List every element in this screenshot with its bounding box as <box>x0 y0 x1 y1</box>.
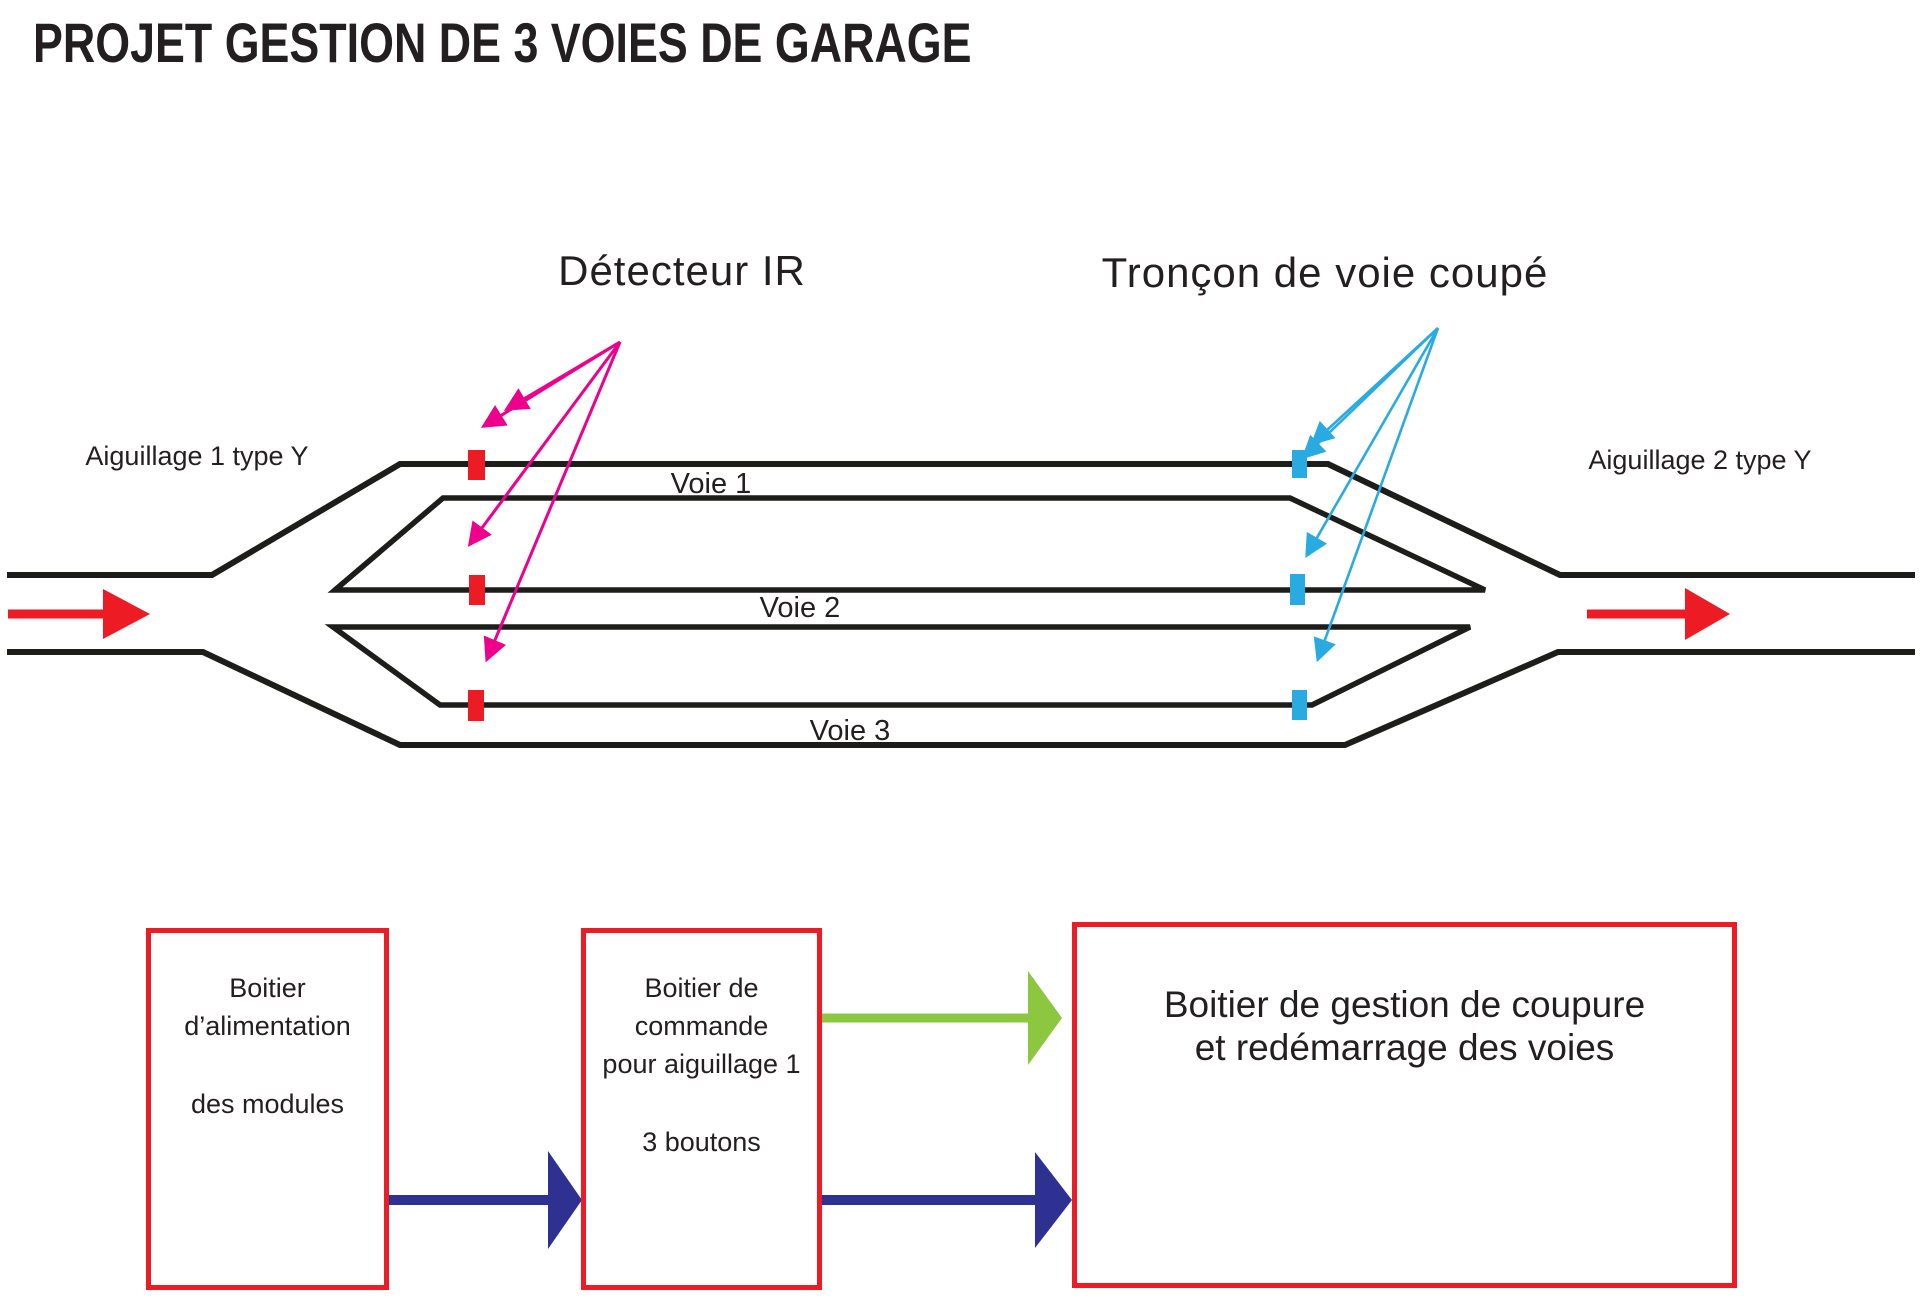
cut-pointer-arrow-4 <box>1313 327 1440 663</box>
track-outer-top-line <box>7 461 1915 578</box>
switch-right-label: Aiguillage 2 type Y <box>1588 445 1811 475</box>
switch-control-box-line3: 3 boutons <box>642 1127 761 1157</box>
power-supply-box-line1: Boitier d’alimentation <box>184 973 351 1041</box>
detector-pointer-arrow-2 <box>480 340 621 428</box>
track-management-box-line1: Boitier de gestion de coupure <box>1163 984 1646 1025</box>
switch-control-box: Boitier de commande pour aiguillage 1 3 … <box>581 928 822 1290</box>
cut-section-label: Tronçon de voie coupé <box>1102 249 1549 296</box>
label-voie-2: Voie 2 <box>760 592 841 624</box>
flow-arrow-power-to-control <box>388 1151 582 1249</box>
cut-section-voie3 <box>1292 690 1307 720</box>
track-management-box: Boitier de gestion de coupure et redémar… <box>1072 922 1737 1288</box>
page-title: PROJET GESTION DE 3 VOIES DE GARAGE <box>33 11 972 74</box>
cut-section-voie1 <box>1292 450 1307 478</box>
cut-pointer-arrow-3 <box>1305 327 1440 559</box>
flow-arrow-control-to-management-green <box>822 971 1062 1065</box>
track-outer-bottom-line <box>7 649 1915 748</box>
detector-label: Détecteur IR <box>558 247 806 294</box>
detector-pointer-arrow-4 <box>483 341 622 663</box>
direction-arrow-left <box>8 589 150 639</box>
cut-section-voie2 <box>1290 574 1305 605</box>
track-wedge-voie1-voie2 <box>327 495 1487 593</box>
detector-pointer-arrow-3 <box>467 341 622 547</box>
cut-pointer-arrow-2 <box>1301 327 1439 460</box>
track-wedge-voie2-voie3 <box>324 624 1472 708</box>
ir-detector-voie1 <box>468 450 485 480</box>
label-voie-1: Voie 1 <box>671 468 752 500</box>
power-supply-box: Boitier d’alimentation des modules <box>146 928 389 1290</box>
switch-control-box-line2: pour aiguillage 1 <box>602 1049 801 1079</box>
label-voie-3: Voie 3 <box>810 715 891 747</box>
direction-arrow-right <box>1587 588 1730 640</box>
switch-left-label: Aiguillage 1 type Y <box>85 441 308 471</box>
power-supply-box-line2: des modules <box>190 1089 345 1119</box>
track-management-box-line2: et redémarrage des voies <box>1194 1027 1615 1068</box>
detector-pointer-fan <box>467 340 622 663</box>
ir-detector-voie2 <box>469 575 485 605</box>
switch-control-box-line1: Boitier de commande <box>634 973 769 1041</box>
flow-arrow-control-to-management-navy <box>822 1152 1072 1248</box>
ir-detector-voie3 <box>468 690 484 721</box>
cut-pointer-fan <box>1301 327 1440 663</box>
